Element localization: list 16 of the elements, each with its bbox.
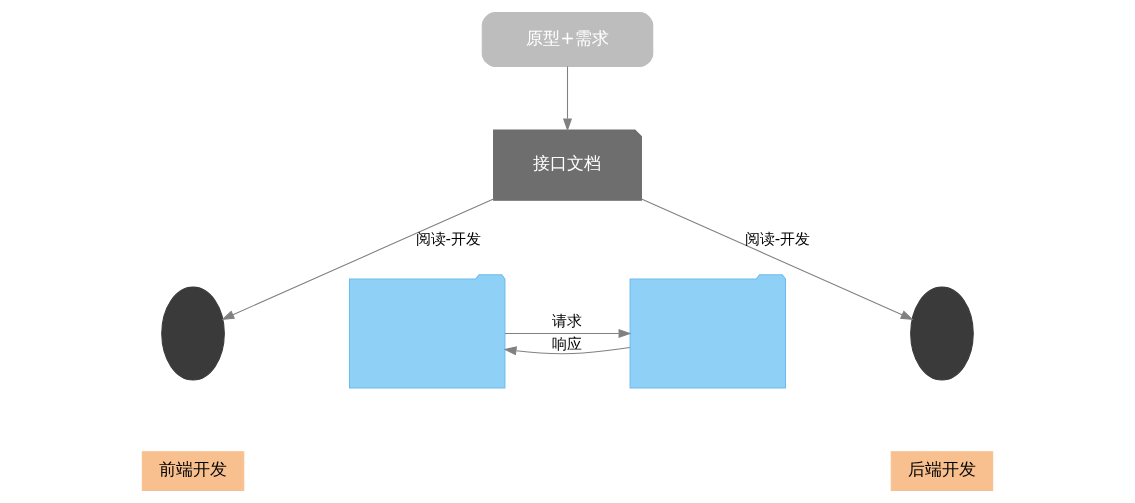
arrow [503, 346, 631, 356]
node-person [161, 286, 225, 381]
edge-label: 阅读-开发 [744, 229, 811, 248]
edge-label: 请求 [552, 312, 583, 331]
arrow [504, 328, 632, 339]
node-folder [348, 274, 506, 389]
arrow [562, 65, 573, 132]
edge-label: 阅读-开发 [415, 229, 481, 248]
arrow [640, 198, 914, 320]
node-box: 原型+需求 [481, 11, 654, 67]
arrow [221, 198, 495, 320]
node-box: 后端开发 [890, 451, 994, 492]
node-box: 前端开发 [141, 451, 245, 492]
edge-label: 响应 [552, 334, 583, 353]
node-person [910, 286, 974, 381]
node-folder [629, 274, 787, 389]
